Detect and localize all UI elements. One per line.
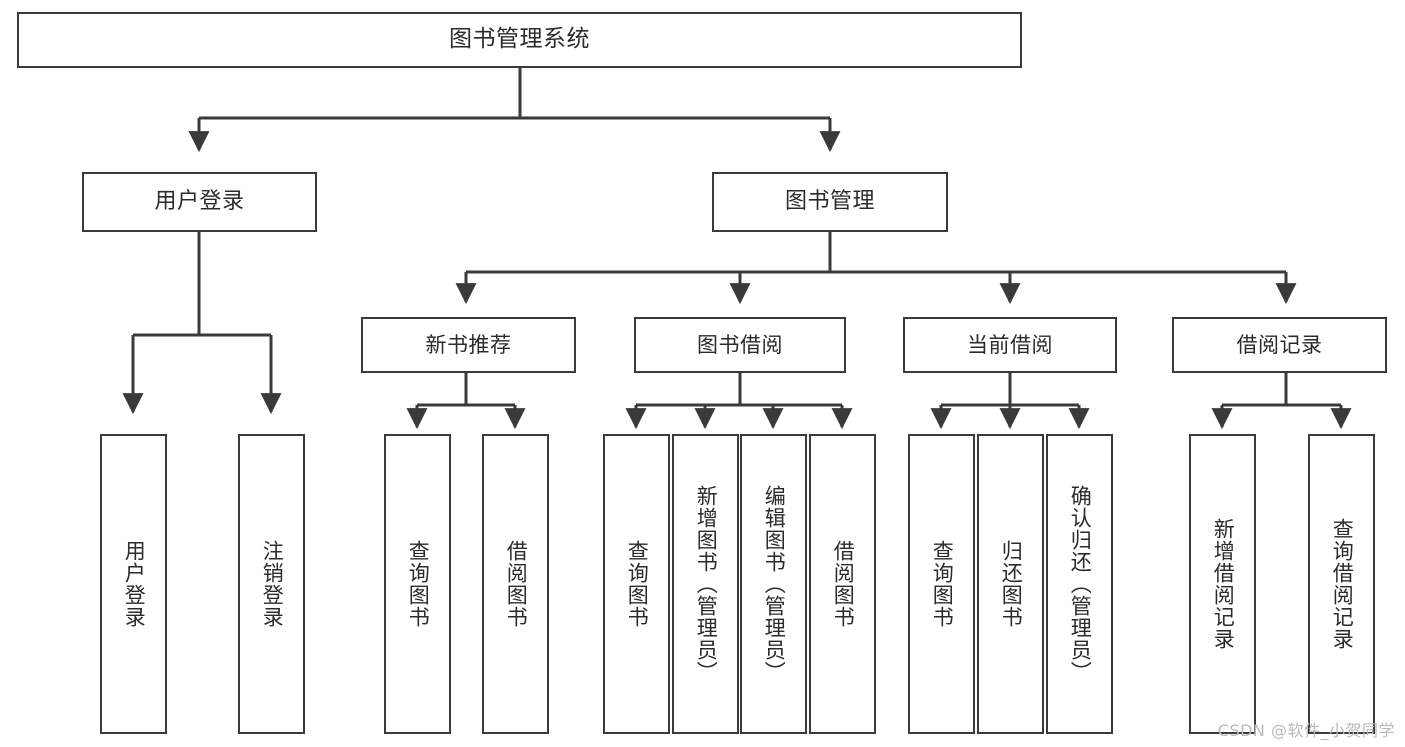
node-label: 用户登录 — [122, 540, 147, 628]
node-book-borrow[interactable]: 图书借阅 — [634, 317, 846, 373]
node-label: 新增图书（管理员） — [694, 485, 719, 683]
node-label: 借阅图书 — [504, 540, 529, 628]
node-label: 编辑图书（管理员） — [762, 485, 787, 683]
node-label: 归还图书 — [999, 540, 1024, 628]
node-label: 查询借阅记录 — [1330, 518, 1355, 650]
leaf-book-borrow-2[interactable]: 编辑图书（管理员） — [740, 434, 807, 734]
node-label: 查询图书 — [930, 540, 955, 628]
node-new-book-recommend[interactable]: 新书推荐 — [361, 317, 576, 373]
node-label: 图书管理 — [784, 189, 875, 215]
node-label: 新增借阅记录 — [1211, 518, 1236, 650]
node-label: 用户登录 — [154, 189, 245, 215]
node-label: 当前借阅 — [967, 332, 1053, 357]
leaf-borrow-record-1[interactable]: 查询借阅记录 — [1308, 434, 1375, 734]
node-user-login[interactable]: 用户登录 — [82, 172, 317, 232]
leaf-new-book-0[interactable]: 查询图书 — [384, 434, 451, 734]
node-current-borrow[interactable]: 当前借阅 — [903, 317, 1117, 373]
node-book-management-system[interactable]: 图书管理系统 — [17, 12, 1022, 68]
node-label: 图书管理系统 — [449, 26, 590, 53]
leaf-borrow-record-0[interactable]: 新增借阅记录 — [1189, 434, 1256, 734]
leaf-book-borrow-1[interactable]: 新增图书（管理员） — [672, 434, 739, 734]
node-label: 图书借阅 — [697, 332, 783, 357]
node-label: 确认归还（管理员） — [1068, 485, 1093, 683]
leaf-user-login-1[interactable]: 注销登录 — [238, 434, 305, 734]
csdn-watermark: CSDN @软件_小贺同学 — [1217, 721, 1395, 740]
node-label: 查询图书 — [625, 540, 650, 628]
leaf-user-login-0[interactable]: 用户登录 — [100, 434, 167, 734]
node-book-management[interactable]: 图书管理 — [712, 172, 948, 232]
leaf-book-borrow-0[interactable]: 查询图书 — [603, 434, 670, 734]
leaf-current-borrow-0[interactable]: 查询图书 — [908, 434, 975, 734]
node-label: 新书推荐 — [425, 332, 512, 357]
node-label: 注销登录 — [260, 540, 285, 628]
leaf-new-book-1[interactable]: 借阅图书 — [482, 434, 549, 734]
node-label: 借阅记录 — [1236, 332, 1323, 357]
node-borrow-record[interactable]: 借阅记录 — [1172, 317, 1387, 373]
node-label: 借阅图书 — [831, 540, 856, 628]
node-label: 查询图书 — [406, 540, 431, 628]
leaf-current-borrow-2[interactable]: 确认归还（管理员） — [1046, 434, 1113, 734]
leaf-book-borrow-3[interactable]: 借阅图书 — [809, 434, 876, 734]
leaf-current-borrow-1[interactable]: 归还图书 — [977, 434, 1044, 734]
